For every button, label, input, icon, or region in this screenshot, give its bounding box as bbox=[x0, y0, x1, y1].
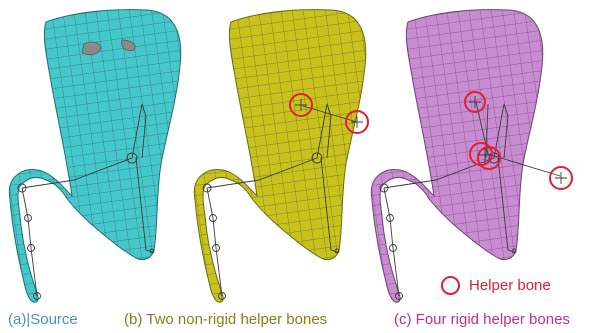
panel-source bbox=[9, 10, 180, 303]
source-mesh-hole-1 bbox=[82, 42, 100, 55]
panel-four-rigid bbox=[371, 10, 572, 303]
legend: Helper bone bbox=[441, 276, 551, 295]
two-nonrigid-mesh-wireframe bbox=[194, 10, 365, 303]
helper-bone-cross-6 bbox=[555, 172, 567, 184]
legend-label: Helper bone bbox=[469, 277, 551, 294]
four-rigid-mesh-wireframe bbox=[371, 10, 542, 303]
caption-source: (a)|Source bbox=[8, 311, 78, 329]
caption-two-nonrigid: (b) Two non-rigid helper bones bbox=[124, 311, 327, 329]
panel-two-nonrigid bbox=[194, 10, 368, 303]
caption-four-rigid: (c) Four rigid helper bones bbox=[394, 311, 570, 329]
helper-bone-legend-icon bbox=[441, 276, 460, 295]
